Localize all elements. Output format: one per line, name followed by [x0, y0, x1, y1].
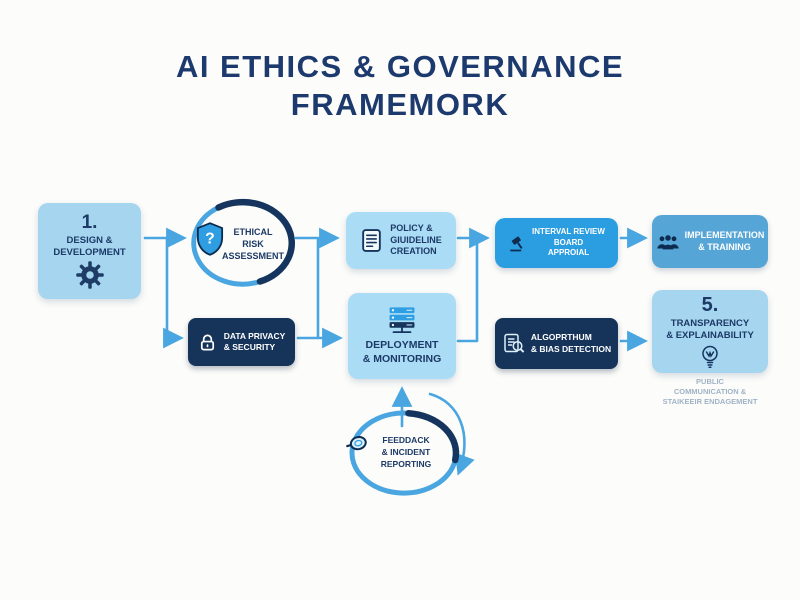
node-design-development: 1. DESIGN & DEVELOPMENT: [38, 203, 141, 299]
policy-label: POLICY & GIUIDELINE CREATION: [390, 222, 442, 257]
arrow-deployment-to-feedback-curve: [428, 392, 475, 476]
node-policy-guideline-creation: POLICY & GIUIDELINE CREATION: [346, 212, 456, 269]
node-review-board-approval: INTERVAL REVIEW BOARD APPROIAL: [495, 218, 618, 268]
implementation-label: IMPLEMENTATION & TRAINING: [684, 229, 765, 252]
node-transparency-explainability: 5. TRANSPARENCY & EXPLAINABILITY: [652, 290, 768, 373]
people-icon: [657, 234, 679, 249]
algorithm-label: ALGOPRTHUM & BIAS DETECTION: [530, 332, 612, 354]
transparency-label: TRANSPARENCY & EXPLAINABILITY: [666, 317, 754, 341]
node-algorithm-bias-detection: ALGOPRTHUM & BIAS DETECTION: [495, 318, 618, 369]
node-implementation-training: IMPLEMENTATION & TRAINING: [652, 215, 768, 268]
review-label: INTERVAL REVIEW BOARD APPROIAL: [532, 227, 605, 258]
magnifier-icon: [346, 436, 367, 451]
ethical-ring: [191, 198, 295, 287]
title-line-1: AI ETHICS & GOVERNANCE: [175, 49, 625, 84]
page-title: AI ETHICS & GOVERNANCE FRAMEMORK: [0, 48, 800, 124]
step-number-5: 5.: [701, 293, 719, 316]
server-icon: [389, 307, 415, 333]
connector-deployment-to-review: [456, 238, 479, 343]
shield-question-icon: ?: [196, 222, 224, 256]
deployment-label: DEPLOYMENT & MONITORING: [362, 338, 442, 365]
lightbulb-icon: [702, 346, 718, 369]
feedback-ring: [349, 409, 460, 496]
step-number-1: 1.: [81, 211, 98, 233]
privacy-label: DATA PRIVACY & SECURITY: [223, 330, 286, 352]
title-line-2: FRAMEMORK: [290, 86, 510, 122]
gear-icon: [75, 261, 104, 290]
node-data-privacy-security: DATA PRIVACY & SECURITY: [188, 318, 295, 366]
design-label: DESIGN & DEVELOPMENT: [53, 234, 126, 258]
node-feedback-incident-reporting: FEEDDACK & INCIDENT REPORTING: [380, 435, 432, 469]
lock-icon: [200, 334, 214, 350]
gavel-icon: [510, 236, 523, 252]
node-deployment-monitoring: DEPLOYMENT & MONITORING: [348, 293, 456, 379]
clipboard-search-icon: [504, 333, 525, 353]
node-ethical-risk-assessment: ETHICAL RISK ASSESSMENT: [222, 227, 285, 262]
shield-question-mark: ?: [205, 230, 215, 247]
document-icon: [362, 229, 382, 252]
transparency-caption: PUBLIC COMMUNICATION & STAIKEEIR ENDAGEM…: [662, 377, 758, 407]
